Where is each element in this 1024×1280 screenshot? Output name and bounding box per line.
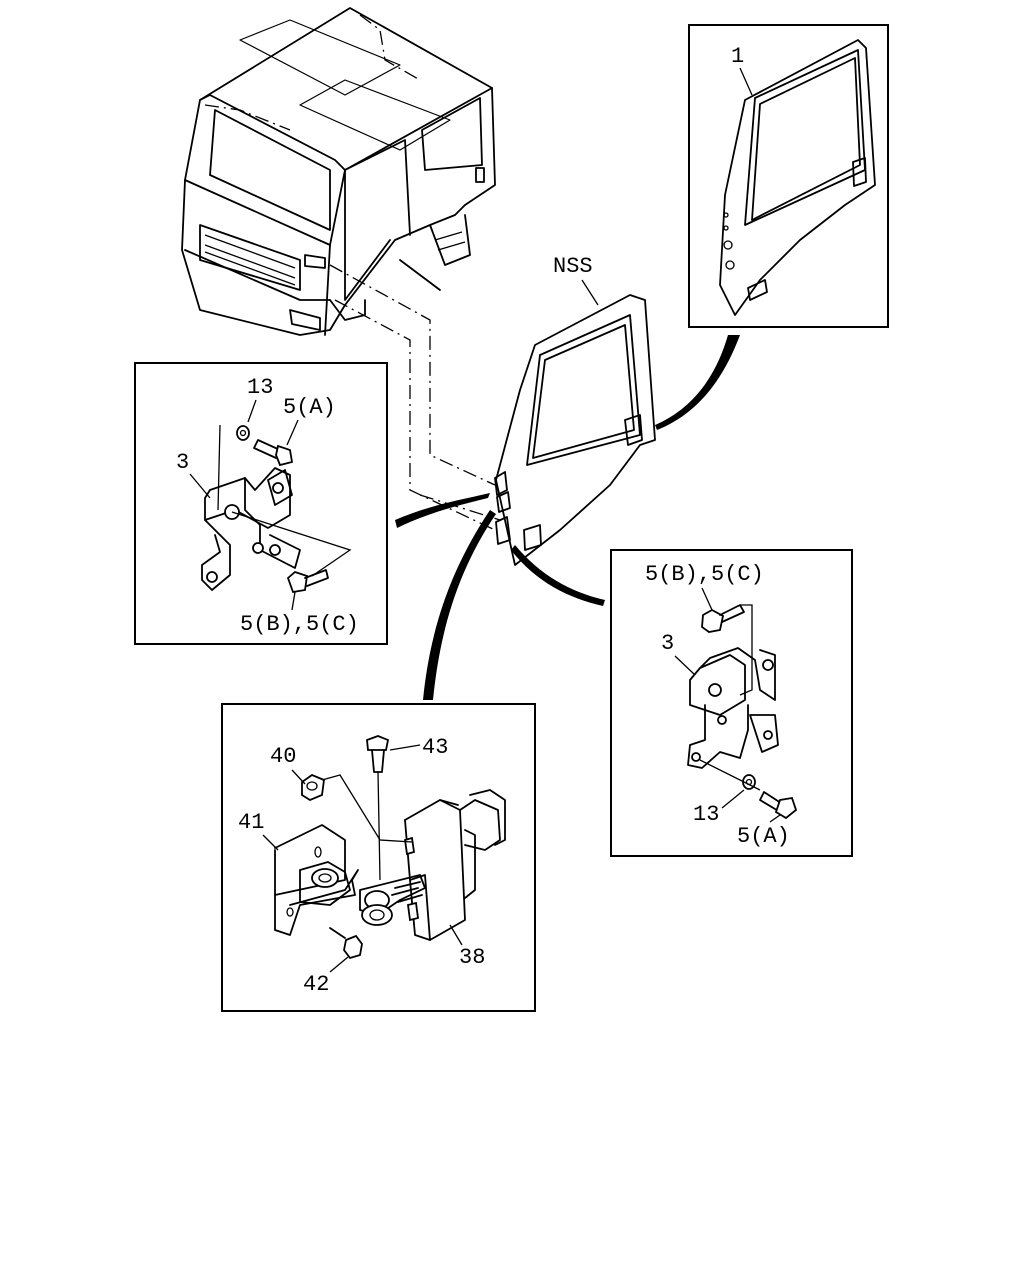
upper-hinge-detail-box bbox=[134, 362, 388, 645]
door-checker-drawing bbox=[274, 735, 506, 960]
leader-arrow bbox=[655, 335, 740, 430]
leader-line bbox=[581, 279, 599, 306]
callout-lower-bolt-a: 5(A) bbox=[737, 824, 790, 849]
callout-checker-bracket: 41 bbox=[238, 810, 264, 835]
leader-line bbox=[739, 67, 753, 96]
leader-line bbox=[329, 264, 496, 486]
callout-door-assembly: 1 bbox=[731, 44, 744, 69]
callout-lower-bolt-bc: 5(B),5(C) bbox=[645, 562, 764, 587]
callout-checker-pin: 43 bbox=[422, 735, 448, 760]
lower-hinge-drawing bbox=[687, 604, 798, 820]
callout-checker-nut: 40 bbox=[270, 744, 296, 769]
callout-lower-hinge: 3 bbox=[661, 631, 674, 656]
leader-line bbox=[329, 956, 349, 973]
door-assembly-drawing bbox=[719, 39, 876, 316]
leader-line bbox=[701, 587, 713, 611]
door-assembly-detail-box bbox=[688, 24, 889, 328]
leader-line bbox=[189, 473, 211, 499]
leader-arrow bbox=[395, 493, 490, 528]
upper-hinge-drawing bbox=[201, 424, 352, 594]
callout-upper-hinge: 3 bbox=[176, 450, 189, 475]
callout-checker-bolt: 42 bbox=[303, 972, 329, 997]
leader-line bbox=[674, 655, 696, 676]
leader-line bbox=[449, 924, 463, 946]
leader-line bbox=[291, 591, 296, 611]
leader-line bbox=[291, 769, 306, 785]
leader-line bbox=[247, 399, 257, 423]
lower-hinge-detail-box bbox=[610, 549, 853, 857]
callout-upper-washer: 13 bbox=[247, 375, 273, 400]
truck-cab-drawing bbox=[181, 7, 496, 336]
callout-lower-washer: 13 bbox=[693, 802, 719, 827]
leader-line bbox=[262, 834, 279, 851]
callout-checker-body: 38 bbox=[459, 945, 485, 970]
leader-line bbox=[769, 814, 781, 823]
callout-upper-bolt-a: 5(A) bbox=[283, 395, 336, 420]
callout-upper-bolt-bc: 5(B),5(C) bbox=[240, 612, 359, 637]
callout-nss-door: NSS bbox=[553, 254, 593, 279]
leader-line bbox=[721, 789, 745, 809]
leader-arrow bbox=[423, 510, 496, 700]
leader-line bbox=[419, 494, 501, 521]
leader-arrow bbox=[511, 545, 605, 606]
leader-line bbox=[286, 419, 299, 446]
leader-line bbox=[389, 744, 421, 751]
leader-line bbox=[334, 299, 496, 531]
nss-door-drawing bbox=[494, 294, 656, 566]
